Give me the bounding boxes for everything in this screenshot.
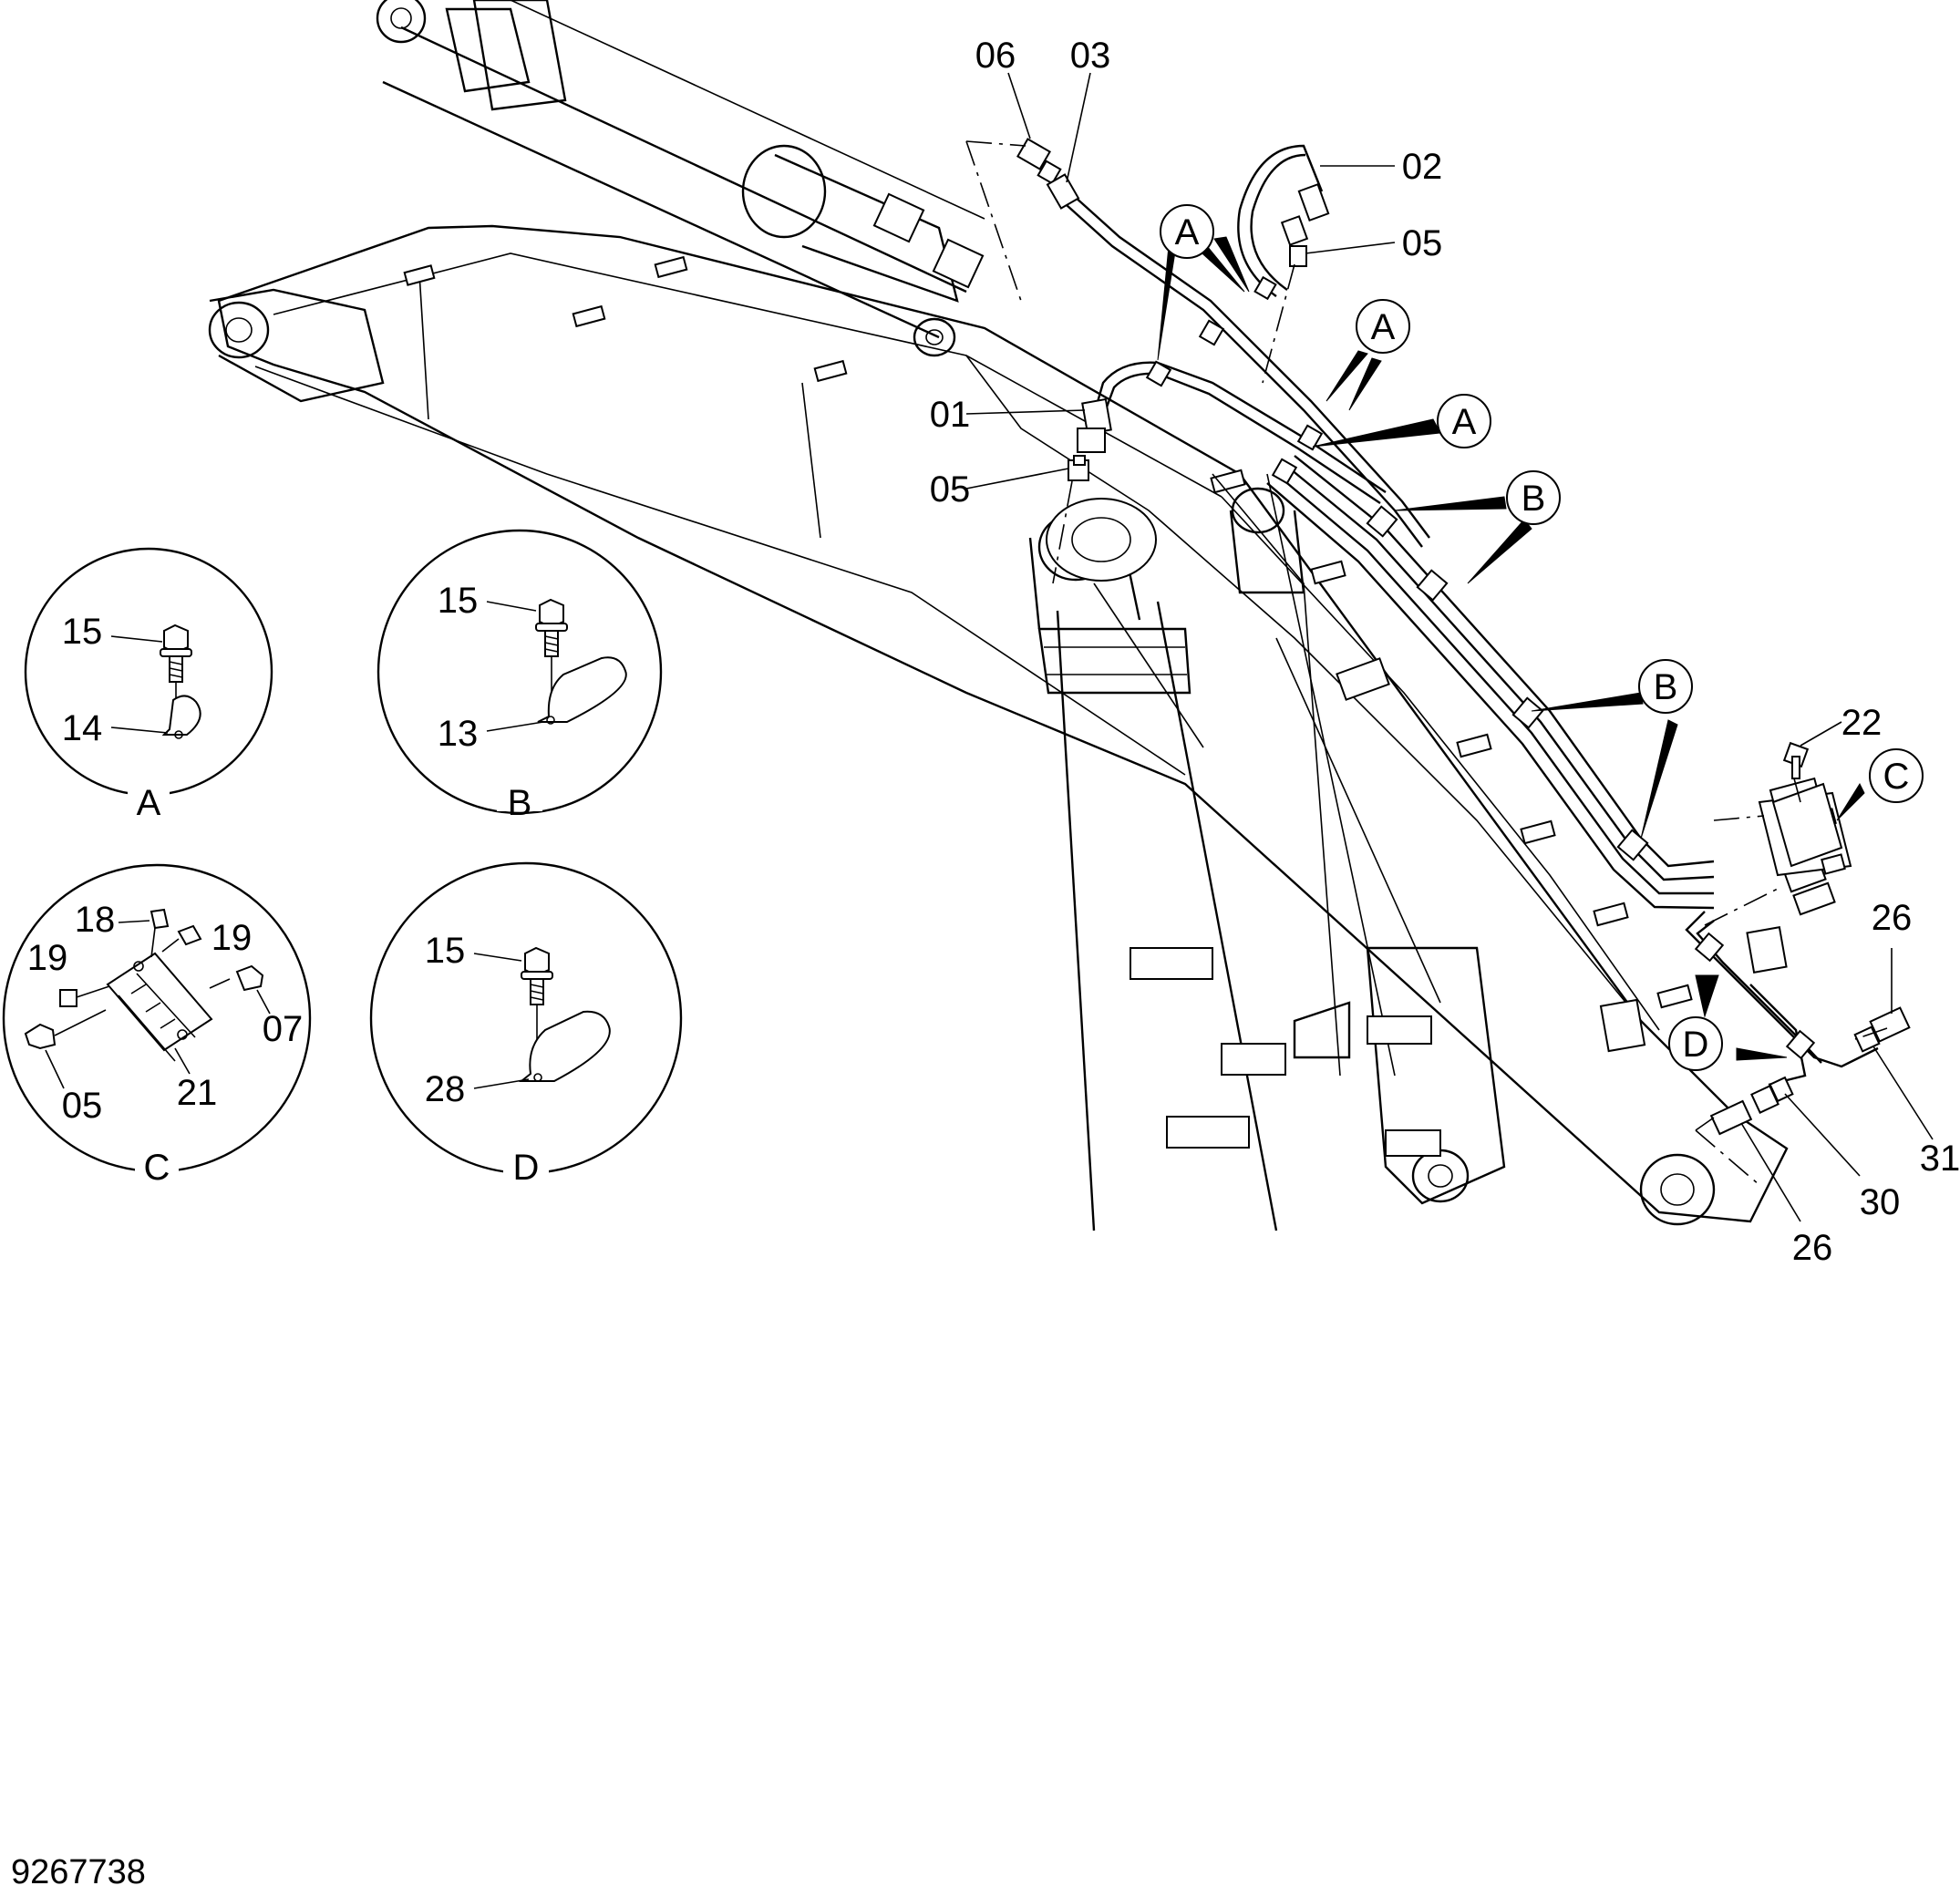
- callout-b-2-label: B: [1654, 667, 1678, 707]
- part-label-22[interactable]: 22: [1841, 703, 1883, 743]
- boom-structure: [208, 224, 1789, 1226]
- detail-c-nipple-left-label: 05: [62, 1086, 103, 1126]
- hydraulic-pipes: [1066, 144, 1879, 1087]
- detail-b-title: B: [508, 783, 532, 823]
- callout-a-3-label: A: [1452, 402, 1477, 442]
- plug-icon: [177, 924, 202, 946]
- callout-d-1[interactable]: D: [1668, 1016, 1723, 1071]
- callout-b-1[interactable]: B: [1506, 470, 1561, 525]
- part-leaders: [965, 72, 1934, 1222]
- detail-a-title: A: [137, 783, 161, 823]
- nipple-icon: [235, 964, 264, 992]
- callout-b-1-label: B: [1522, 479, 1546, 519]
- detail-c-title: C: [144, 1148, 170, 1188]
- detail-b-clamp-label: 13: [438, 714, 479, 754]
- detail-view-c[interactable]: C 18 19 19 07 05 21: [2, 863, 312, 1188]
- callout-a-3[interactable]: A: [1437, 394, 1491, 448]
- part-label-01[interactable]: 01: [930, 395, 971, 435]
- detail-c-plug-left-label: 19: [27, 938, 68, 978]
- callout-a-1-label: A: [1175, 212, 1200, 252]
- detail-c-cap-label: 18: [75, 900, 116, 940]
- detail-b-bolt-label: 15: [438, 581, 479, 621]
- detail-c-nipple-right-label: 07: [263, 1009, 304, 1049]
- detail-d-clamp-label: 28: [425, 1069, 466, 1109]
- callout-b-2[interactable]: B: [1638, 659, 1693, 714]
- detail-d-title: D: [513, 1148, 540, 1188]
- part-label-26-bottom[interactable]: 26: [1792, 1228, 1833, 1268]
- fittings: [965, 138, 1911, 1186]
- drawing-number: 9267738: [11, 1853, 146, 1891]
- bolt-icon: [539, 598, 564, 629]
- arm-cylinder: [376, 0, 985, 357]
- callout-a-2-label: A: [1371, 307, 1396, 347]
- callout-c-1-label: C: [1883, 757, 1910, 797]
- part-label-30[interactable]: 30: [1860, 1182, 1901, 1222]
- nipple-icon: [24, 1023, 57, 1050]
- part-label-26-top[interactable]: 26: [1872, 898, 1913, 938]
- bolt-icon: [524, 946, 550, 977]
- clamp-icon: [519, 1010, 611, 1082]
- part-label-06[interactable]: 06: [975, 36, 1016, 76]
- detail-c-plug-right-label: 19: [211, 918, 253, 958]
- callout-d-1-label: D: [1683, 1025, 1709, 1065]
- callout-a-2[interactable]: A: [1356, 299, 1410, 354]
- callout-a-1[interactable]: A: [1160, 204, 1214, 259]
- clamp-icon: [537, 656, 627, 723]
- detail-view-d[interactable]: D 15 28: [369, 861, 683, 1188]
- cap-icon: [150, 908, 170, 930]
- part-labels: 06 03 02 05 01 05 22 26 31 30 26: [930, 36, 1960, 1268]
- detail-c-block-label: 21: [177, 1073, 218, 1113]
- detail-d-bolt-label: 15: [425, 931, 466, 971]
- detail-view-b[interactable]: B 15 13: [377, 529, 663, 823]
- part-label-05-mid[interactable]: 05: [930, 469, 971, 510]
- detail-a-clamp-label: 14: [62, 708, 103, 748]
- clamp-icon: [161, 695, 201, 736]
- callout-c-1[interactable]: C: [1869, 748, 1924, 803]
- part-label-31[interactable]: 31: [1920, 1139, 1960, 1179]
- detail-a-bolt-label: 15: [62, 612, 103, 652]
- plug-icon: [59, 989, 77, 1007]
- part-label-02[interactable]: 02: [1402, 147, 1443, 187]
- detail-view-a[interactable]: A 15 14: [24, 547, 273, 823]
- part-label-03[interactable]: 03: [1070, 36, 1111, 76]
- callout-bubbles: A A A B B C D: [1160, 204, 1924, 1071]
- boom-cylinders: [1028, 473, 1506, 1231]
- part-label-05-top[interactable]: 05: [1402, 223, 1443, 263]
- bolt-icon: [163, 623, 189, 654]
